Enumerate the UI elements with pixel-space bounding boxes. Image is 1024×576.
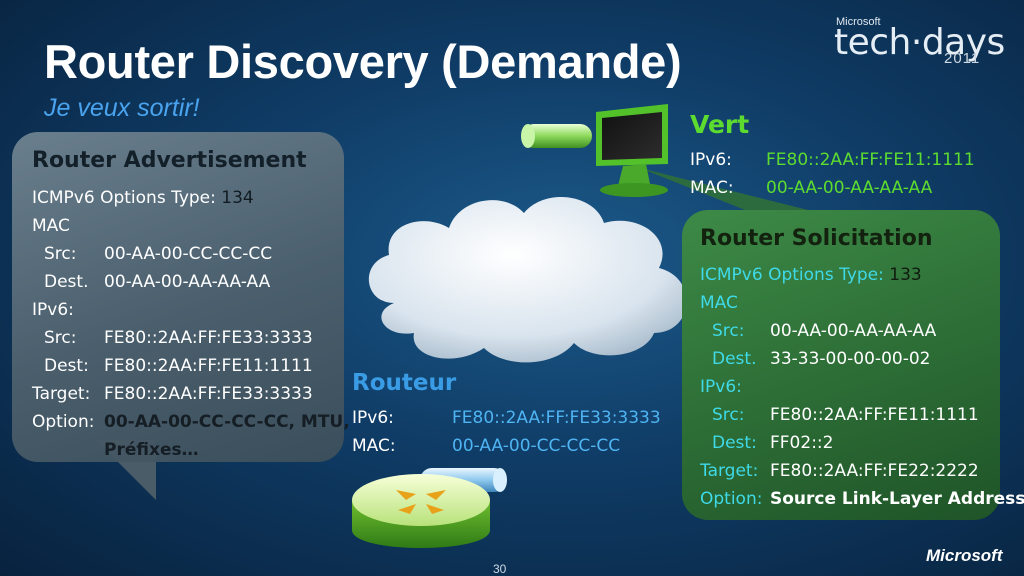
sol-src-value: 00-AA-00-AA-AA-AA <box>770 321 937 341</box>
adv-ip-dest-value: FE80::2AA:FF:FE11:1111 <box>104 356 313 376</box>
adv-dest-label: Dest. <box>44 272 89 292</box>
vert-mac-value: 00-AA-00-AA-AA-AA <box>766 178 933 198</box>
adv-option-value-1: 00-AA-00-CC-CC-CC, MTU, <box>104 412 350 432</box>
sol-ip-src-value: FE80::2AA:FF:FE11:1111 <box>770 405 979 425</box>
advertisement-bubble <box>12 132 344 462</box>
advertisement-heading: Router Advertisement <box>32 148 307 173</box>
sol-options-value: 133 <box>889 265 922 285</box>
adv-ipv6-label: IPv6: <box>32 300 74 320</box>
adv-options-value: 134 <box>221 188 254 208</box>
solicitation-bubble <box>682 210 1000 520</box>
adv-option-value-2: Préfixes… <box>104 440 199 460</box>
router-icon <box>352 468 507 548</box>
techdays-logo: tech·days <box>834 22 1005 63</box>
routeur-mac-label: MAC: <box>352 436 396 456</box>
vert-ipv6-value: FE80::2AA:FF:FE11:1111 <box>766 150 975 170</box>
adv-target-value: FE80::2AA:FF:FE33:3333 <box>104 384 313 404</box>
adv-dest-value: 00-AA-00-AA-AA-AA <box>104 272 271 292</box>
adv-ip-src-value: FE80::2AA:FF:FE33:3333 <box>104 328 313 348</box>
slide-title: Router Discovery (Demande) <box>44 35 682 88</box>
cloud-icon <box>368 196 687 363</box>
sol-dest-value: 33-33-00-00-00-02 <box>770 349 931 369</box>
sol-option-value: Source Link-Layer Address <box>770 489 1024 509</box>
slide-subtitle: Je veux sortir! <box>44 94 200 122</box>
sol-ip-src-label: Src: <box>712 405 745 425</box>
adv-option-label: Option: <box>32 412 95 432</box>
vert-title: Vert <box>690 110 750 139</box>
microsoft-small-label: Microsoft <box>836 16 881 28</box>
sol-ip-dest-value: FF02::2 <box>770 433 834 453</box>
techdays-year: 2011 <box>944 50 981 67</box>
sol-ipv6-label: IPv6: <box>700 377 742 397</box>
sol-mac-label: MAC <box>700 293 738 313</box>
microsoft-logo: Microsoft <box>926 546 1003 565</box>
routeur-ipv6-value: FE80::2AA:FF:FE33:3333 <box>452 408 661 428</box>
sol-option-label: Option: <box>700 489 763 509</box>
sol-target-label: Target: <box>700 461 759 481</box>
adv-mac-label: MAC <box>32 216 70 236</box>
computer-icon <box>521 104 668 197</box>
speech-tail-vert <box>640 168 820 216</box>
adv-target-label: Target: <box>32 384 91 404</box>
solicitation-heading: Router Solicitation <box>700 226 933 251</box>
routeur-mac-value: 00-AA-00-CC-CC-CC <box>452 436 621 456</box>
sol-src-label: Src: <box>712 321 745 341</box>
page-number: 30 <box>493 562 507 576</box>
adv-options-label: ICMPv6 Options Type: <box>32 188 216 208</box>
routeur-ipv6-label: IPv6: <box>352 408 394 428</box>
adv-ip-dest-label: Dest: <box>44 356 89 376</box>
routeur-title: Routeur <box>352 370 457 396</box>
adv-ip-src-label: Src: <box>44 328 77 348</box>
adv-src-label: Src: <box>44 244 77 264</box>
sol-target-value: FE80::2AA:FF:FE22:2222 <box>770 461 979 481</box>
vert-ipv6-label: IPv6: <box>690 150 732 170</box>
sol-options-label: ICMPv6 Options Type: <box>700 265 884 285</box>
vert-mac-label: MAC: <box>690 178 734 198</box>
sol-ip-dest-label: Dest: <box>712 433 757 453</box>
adv-src-value: 00-AA-00-CC-CC-CC <box>104 244 273 264</box>
sol-dest-label: Dest. <box>712 349 757 369</box>
